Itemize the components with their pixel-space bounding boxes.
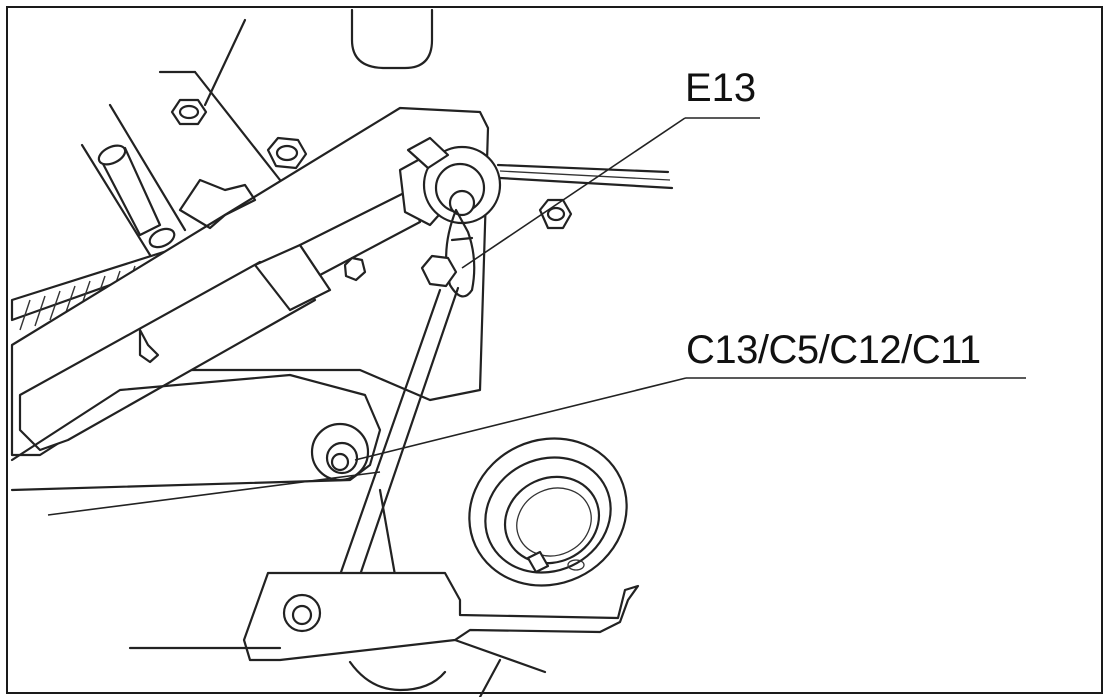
bottom-plate <box>128 571 640 697</box>
callout-c13-c5-c12-c11: C13/C5/C12/C11 <box>686 328 981 372</box>
flange-bolt <box>310 422 370 482</box>
callout-leaders <box>47 117 1026 516</box>
callout-e13: E13 <box>685 66 757 110</box>
lower-links <box>338 286 460 577</box>
upper-bolts <box>170 98 308 170</box>
side-nuts <box>343 198 573 288</box>
bearing-ring <box>468 437 628 587</box>
pivot-joint <box>406 136 674 225</box>
top-bracket <box>350 8 434 70</box>
upper-posts <box>80 18 282 257</box>
spring-clip-bracket <box>178 178 257 230</box>
retaining-clip <box>445 208 476 298</box>
